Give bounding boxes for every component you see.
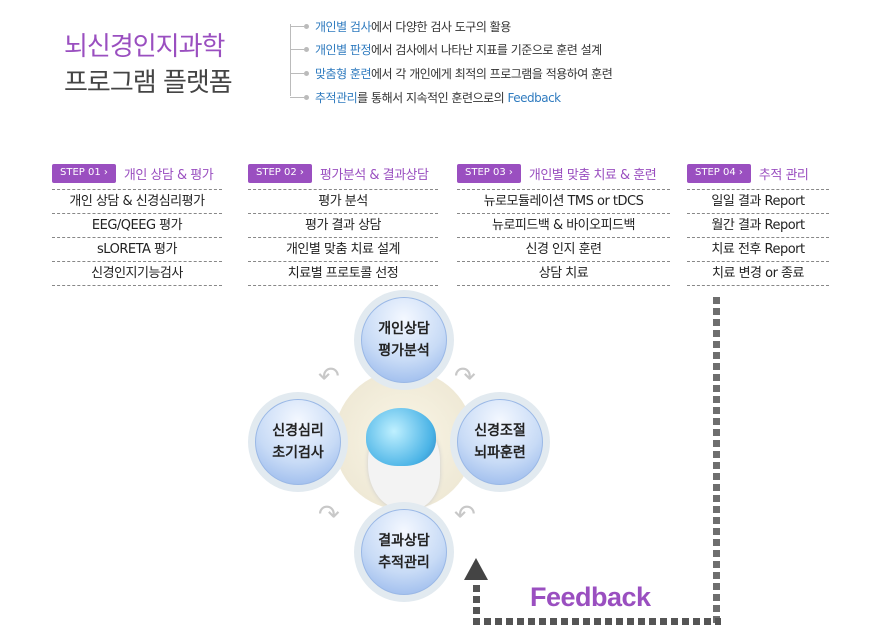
step-item: 개인 상담 & 신경심리평가	[52, 190, 222, 214]
bullet-dot-icon	[304, 24, 309, 29]
brain-icon	[366, 408, 436, 466]
bullet-tree-line	[290, 24, 291, 96]
bullet-highlight: 맞춤형 훈련	[315, 67, 372, 81]
bullet-text: 를 통해서 지속적인 훈련으로의	[357, 91, 505, 105]
step-03: STEP 03 › 개인별 맞춤 치료 & 훈련 뉴로모듈레이션 TMS or t…	[457, 163, 670, 286]
bullet-dot-icon	[304, 71, 309, 76]
step-item: 월간 결과 Report	[687, 214, 829, 238]
step-item: 뉴로피드백 & 바이오피드백	[457, 214, 670, 238]
step-title: 평가분석 & 결과상담	[319, 168, 429, 183]
step-item: 치료 변경 or 종료	[687, 262, 829, 286]
step-item: 신경인지기능검사	[52, 262, 222, 286]
step-item: 치료 전후 Report	[687, 238, 829, 262]
cycle-arrow-icon: ↶	[318, 362, 340, 392]
cycle-arrow-icon: ↷	[318, 500, 340, 530]
bullet-highlight: 개인별 판정	[315, 43, 372, 57]
cycle-node-label: 신경심리 초기검사	[255, 399, 341, 485]
bullet-dot-icon	[304, 47, 309, 52]
step-item: EEG/QEEG 평가	[52, 214, 222, 238]
step-item: 치료별 프로토콜 선정	[248, 262, 438, 286]
cycle-node-right: 신경조절 뇌파훈련	[450, 392, 550, 492]
page-subtitle: 프로그램 플랫폼	[64, 68, 233, 98]
cycle-node-label: 결과상담 추적관리	[361, 509, 447, 595]
feedback-path-vertical	[713, 297, 720, 627]
page-title: 뇌신경인지과학	[64, 32, 225, 62]
cycle-node-label: 개인상담 평가분석	[361, 297, 447, 383]
step-item: 뉴로모듈레이션 TMS or tDCS	[457, 190, 670, 214]
step-title: 개인 상담 & 평가	[123, 168, 214, 183]
cycle-arrow-icon: ↶	[454, 500, 476, 530]
step-title: 추적 관리	[758, 168, 809, 183]
bullet-highlight: 추적관리	[315, 91, 358, 105]
arrow-up-icon	[464, 558, 488, 580]
step-item: 신경 인지 훈련	[457, 238, 670, 262]
step-title: 개인별 맞춤 치료 & 훈련	[528, 168, 657, 183]
bullet-highlight: Feedback	[507, 90, 561, 105]
cycle-node-left: 신경심리 초기검사	[248, 392, 348, 492]
step-item: 개인별 맞춤 치료 설계	[248, 238, 438, 262]
step-badge: STEP 03 ›	[457, 164, 521, 183]
step-item: 일일 결과 Report	[687, 190, 829, 214]
step-item: sLORETA 평가	[52, 238, 222, 262]
step-badge: STEP 04 ›	[687, 164, 751, 183]
feedback-path-up	[473, 585, 480, 621]
step-item: 평가 결과 상담	[248, 214, 438, 238]
step-badge: STEP 01 ›	[52, 164, 116, 183]
bullet-highlight: 개인별 검사	[315, 20, 372, 34]
step-badge: STEP 02 ›	[248, 164, 312, 183]
cycle-node-top: 개인상담 평가분석	[354, 290, 454, 390]
cycle-node-label: 신경조절 뇌파훈련	[457, 399, 543, 485]
bullet-dot-icon	[304, 95, 309, 100]
step-item: 상담 치료	[457, 262, 670, 286]
bullet-text: 에서 각 개인에게 최적의 프로그램을 적용하여 훈련	[371, 67, 613, 81]
feedback-path-horizontal	[473, 618, 721, 625]
bullet-text: 에서 검사에서 나타난 지표를 기준으로 훈련 설계	[371, 43, 602, 57]
bullet-text: 에서 다양한 검사 도구의 활용	[371, 20, 511, 34]
step-item: 평가 분석	[248, 190, 438, 214]
cycle-node-bottom: 결과상담 추적관리	[354, 502, 454, 602]
cycle-arrow-icon: ↷	[454, 362, 476, 392]
feedback-label: Feedback	[530, 582, 651, 612]
